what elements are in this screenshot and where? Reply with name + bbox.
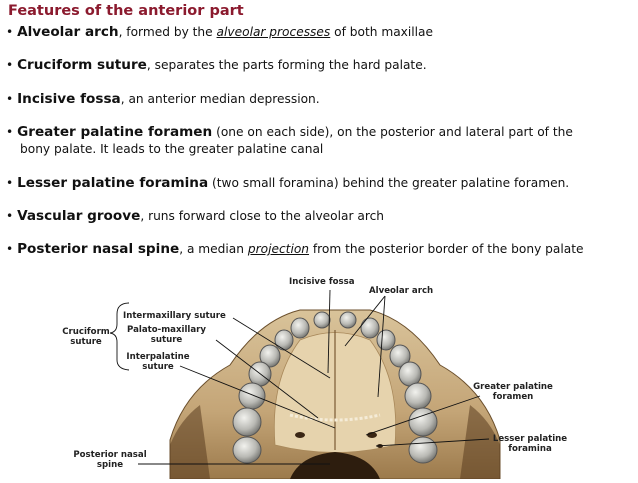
bullet-term: Alveolar arch — [17, 24, 119, 40]
label-line: spine — [96, 460, 124, 470]
right-shadow — [460, 405, 500, 479]
palate-figure: Incisive fossa Alveolar arch Intermaxill… — [0, 270, 638, 480]
label-line: Interpalatine — [126, 352, 190, 362]
bullet-text: , a median — [179, 242, 248, 256]
bullet-symbol: • — [6, 176, 14, 190]
bullet-term: Vascular groove — [17, 208, 141, 224]
bullet-incisive-fossa: • Incisive fossa, an anterior median dep… — [6, 91, 320, 108]
bullet-greater-palatine-foramen: • Greater palatine foramen (one on each … — [6, 124, 573, 141]
label-line: Posterior nasal — [73, 450, 147, 460]
bullet-text: , formed by the — [118, 25, 217, 39]
bullet-lesser-palatine-foramina: • Lesser palatine foramina (two small fo… — [6, 175, 569, 192]
label-line: suture — [150, 335, 183, 345]
alveolar-processes-link[interactable]: alveolar processes — [216, 25, 331, 39]
bullet-text: (two small foramina) behind the greater … — [208, 176, 570, 190]
bullet-symbol: • — [6, 58, 14, 72]
bullet-text: , runs forward close to the alveolar arc… — [140, 209, 385, 223]
left-shadow — [170, 405, 210, 479]
label-line: foramen — [492, 392, 534, 402]
label-line: Lesser palatine — [492, 434, 568, 444]
bullet-term: Incisive fossa — [17, 91, 121, 107]
label-alveolar-arch: Alveolar arch — [369, 286, 434, 296]
label-line: foramina — [508, 444, 552, 454]
bullet-term: Posterior nasal spine — [17, 241, 180, 257]
bullet-term: Cruciform suture — [17, 57, 147, 73]
teeth-right — [360, 317, 438, 464]
label-incisive-fossa: Incisive fossa — [289, 277, 355, 287]
label-interpalatine-suture: Interpalatine suture — [123, 352, 193, 372]
bullet-posterior-nasal-spine: • Posterior nasal spine, a median projec… — [6, 241, 584, 258]
choanae — [290, 452, 380, 479]
bullet-cruciform-suture: • Cruciform suture, separates the parts … — [6, 57, 427, 74]
label-intermaxillary-suture: Intermaxillary suture — [123, 311, 226, 321]
greater-palatine-canal-link[interactable]: greater palatine canal — [188, 142, 324, 156]
label-line: Cruciform — [62, 327, 110, 337]
label-cruciform-suture: Cruciform suture — [60, 327, 112, 347]
bullet-text: , an anterior median depression. — [120, 92, 320, 106]
label-greater-palatine-foramen: Greater palatine foramen — [468, 382, 558, 402]
leader-lines — [109, 289, 490, 465]
bullet-text-end: of both maxillae — [330, 25, 434, 39]
slide-title: Features of the anterior part — [8, 3, 244, 19]
bullet-text: bony palate. It leads to the — [20, 142, 189, 156]
bullet-symbol: • — [6, 242, 14, 256]
bullet-text-end: from the posterior border of the bony pa… — [309, 242, 584, 256]
bullet-symbol: • — [6, 92, 14, 106]
bullet-symbol: • — [6, 25, 14, 39]
greater-palatine-foramen-left — [295, 432, 305, 438]
bullet-greater-palatine-line2: bony palate. It leads to the greater pal… — [20, 141, 323, 158]
palate-illustration — [109, 289, 501, 480]
bullet-vascular-groove: • Vascular groove, runs forward close to… — [6, 208, 384, 225]
bullet-term: Greater palatine foramen — [17, 124, 213, 140]
label-line: suture — [142, 362, 174, 372]
bullet-text: , separates the parts forming the hard p… — [146, 58, 427, 72]
bullet-symbol: • — [6, 209, 14, 223]
projection-link[interactable]: projection — [247, 242, 310, 256]
teeth-incisors — [313, 311, 357, 329]
bullet-text: (one on each side), on the posterior and… — [212, 125, 573, 139]
label-line: suture — [70, 337, 102, 347]
palatomaxillary-suture-line — [289, 413, 381, 422]
label-lesser-palatine-foramina: Lesser palatine foramina — [485, 434, 575, 454]
bullet-symbol: • — [6, 125, 14, 139]
bullet-term: Lesser palatine foramina — [17, 175, 209, 191]
label-line: Greater palatine — [473, 382, 553, 392]
bullet-alveolar-arch: • Alveolar arch, formed by the alveolar … — [6, 24, 433, 41]
label-line: Palato-maxillary — [127, 325, 206, 335]
label-posterior-nasal-spine: Posterior nasal spine — [70, 450, 150, 470]
label-palatomaxillary-suture: Palato-maxillary suture — [123, 325, 210, 345]
